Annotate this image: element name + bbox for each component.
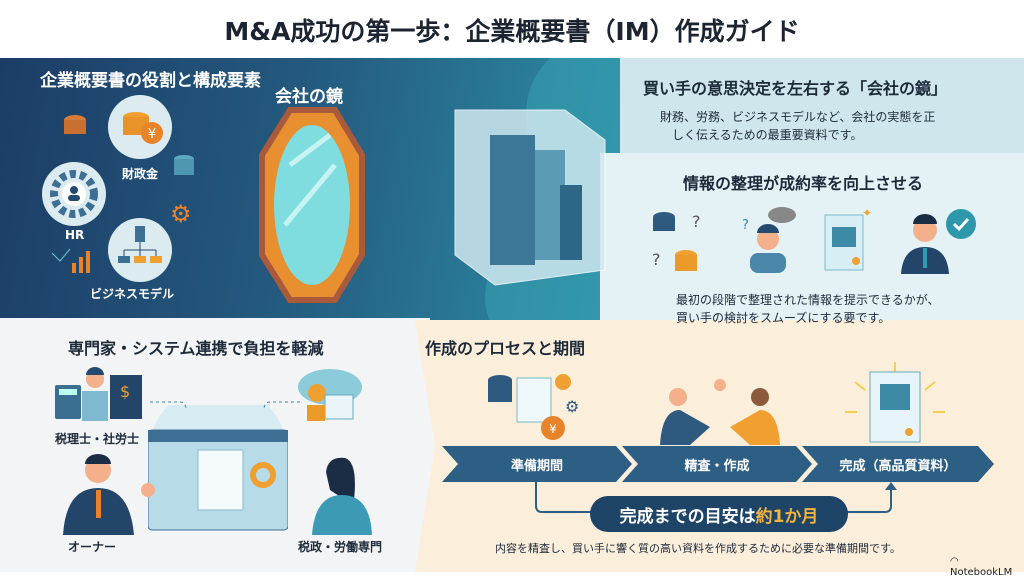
svg-text:?: ? [692, 212, 701, 231]
svg-text:?: ? [742, 218, 749, 233]
confused-person-icon: ? [742, 207, 796, 273]
step-preparation: 準備期間 [442, 446, 632, 482]
cloud-finance-icon [298, 369, 362, 421]
organization-body-line2: 買い手の検討をスムーズにする要です。 [676, 311, 891, 325]
process-caption: 内容を精査し、買い手に響く質の高い資料を作成するために必要な準備期間です。 [495, 542, 901, 555]
organization-panel [600, 153, 1024, 333]
scattered-data-icon: ?? [652, 212, 701, 271]
database-icon [174, 155, 194, 175]
svg-text:⚙: ⚙ [565, 397, 579, 416]
handshake-icon [660, 379, 780, 445]
svg-text:✦: ✦ [862, 206, 872, 220]
notebooklm-logo-icon: ◠ [950, 556, 959, 567]
completed-document-icon [845, 362, 945, 443]
system-screen-icon [148, 405, 288, 531]
role-heading: 企業概要書の役割と構成要素 [40, 71, 261, 91]
svg-text:$: $ [120, 382, 130, 401]
coins-icon [64, 115, 86, 134]
gear-icon: ⚙ [170, 200, 192, 228]
process-heading: 作成のプロセスと期間 [425, 339, 586, 358]
hr-label: HR [65, 228, 85, 242]
mirror-summary-panel [620, 58, 1024, 153]
preparation-icon: ¥⚙ [488, 374, 579, 440]
business-model-label: ビジネスモデル [90, 287, 175, 301]
watermark-text: NotebookLM [950, 567, 1013, 578]
duration-pill: 完成までの目安は約1か月 [590, 496, 848, 532]
connection-lines [150, 401, 300, 411]
mirror-icon [259, 107, 365, 303]
accountant-icon: $ [55, 367, 142, 421]
satisfied-person-icon [901, 209, 976, 274]
svg-text:¥: ¥ [148, 127, 156, 142]
specialist-icon [312, 457, 372, 535]
finance-icon: ¥ [108, 95, 172, 159]
mirror-label: 会社の鏡 [275, 87, 343, 107]
building-glass-cube-icon [454, 109, 606, 286]
organization-heading: 情報の整理が成約率を向上させる [683, 174, 924, 193]
specialist-label: 税政・労働専門 [298, 540, 383, 554]
collaboration-heading: 専門家・システム連携で負担を軽減 [68, 339, 324, 358]
tax-accountant-label: 税理士・社労士 [55, 432, 140, 446]
finance-label: 財政金 [122, 167, 159, 181]
svg-text:?: ? [652, 250, 661, 269]
mirror-body-line1: 財務、労務、ビジネスモデルなど、会社の実態を正 [660, 110, 936, 124]
mirror-body-line2: しく伝えるための最重要資料です。 [672, 128, 863, 142]
duration-highlight: 約1か月 [755, 506, 819, 527]
bar-chart-icon [51, 248, 90, 273]
page-title: M&A成功の第一歩：企業概要書（IM）作成ガイド [0, 0, 1024, 60]
business-model-icon [108, 218, 172, 282]
step-review-create: 精査・作成 [622, 446, 812, 482]
document-icon: ✦ [824, 206, 872, 271]
timeline-arrow [535, 482, 897, 513]
mirror-heading: 買い手の意思決定を左右する「会社の鏡」 [643, 79, 948, 98]
step-complete: 完成（高品質資料） [802, 446, 994, 482]
hr-gear-icon [42, 162, 106, 226]
notebooklm-watermark: ◠ NotebookLM [950, 556, 1024, 578]
svg-text:¥: ¥ [549, 422, 557, 436]
owner-label: オーナー [68, 540, 117, 554]
duration-text: 完成までの目安は [619, 506, 756, 527]
owner-icon [63, 454, 155, 535]
organization-body-line1: 最初の段階で整理された情報を提示できるかが、 [676, 293, 940, 307]
